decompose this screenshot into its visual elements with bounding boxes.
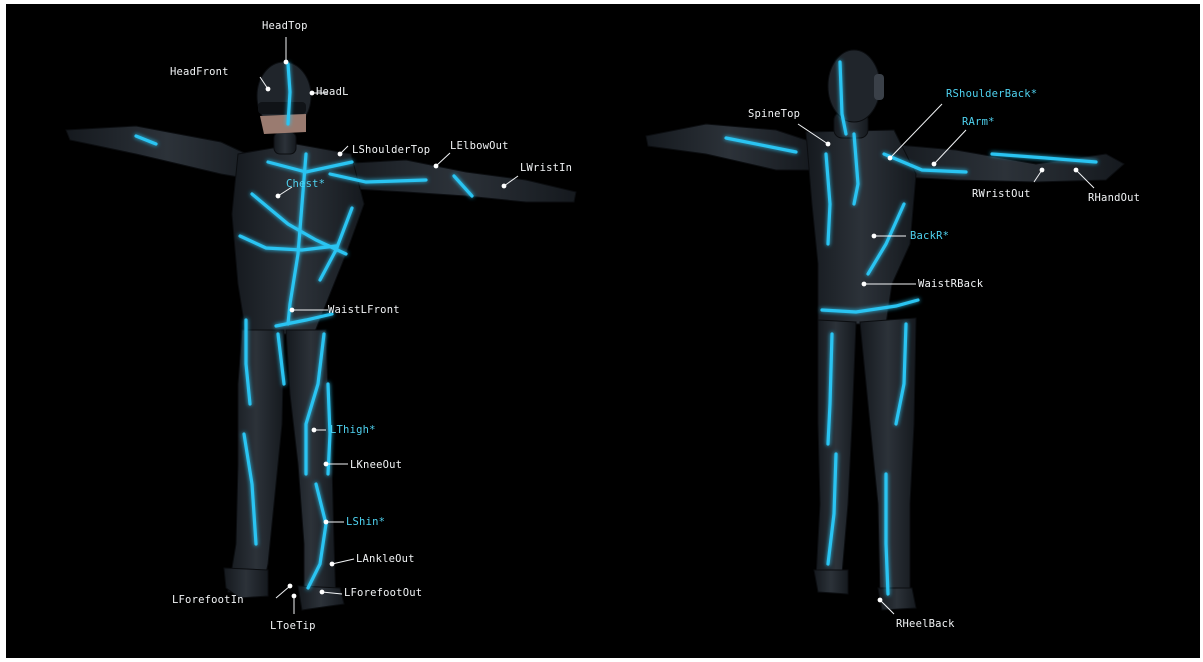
marker-label-lkneeout: LKneeOut [350, 459, 402, 471]
front-head [257, 62, 311, 134]
marker-label-lankleout: LAnkleOut [356, 553, 415, 565]
marker-label-lforefootin: LForefootIn [172, 594, 244, 606]
diagram-canvas: HeadTop HeadFront HeadL LShoulderTop LEl… [6, 4, 1200, 658]
marker-label-rarm: RArm* [962, 116, 995, 128]
marker-label-headfront: HeadFront [170, 66, 229, 78]
marker-label-rwristout: RWristOut [972, 188, 1031, 200]
marker-label-spinetop: SpineTop [748, 108, 800, 120]
marker-label-rshoulderback: RShoulderBack* [946, 88, 1037, 100]
figures-svg [6, 4, 1200, 658]
back-head [828, 50, 884, 122]
marker-label-lshin: LShin* [346, 516, 385, 528]
marker-label-ltoetip: LToeTip [270, 620, 316, 632]
marker-label-lwristin: LWristIn [520, 162, 572, 174]
marker-label-waistrback: WaistRBack [918, 278, 983, 290]
marker-label-waistlfront: WaistLFront [328, 304, 400, 316]
marker-label-lthigh: LThigh* [330, 424, 376, 436]
marker-label-lforefootout: LForefootOut [344, 587, 422, 599]
marker-label-lelbowout: LElbowOut [450, 140, 509, 152]
marker-label-chest: Chest* [286, 178, 325, 190]
back-figure [646, 50, 1124, 610]
marker-label-lshouldertop: LShoulderTop [352, 144, 430, 156]
marker-label-backr: BackR* [910, 230, 949, 242]
marker-label-headtop: HeadTop [262, 20, 308, 32]
marker-label-rhandout: RHandOut [1088, 192, 1140, 204]
marker-label-rheelback: RHeelBack [896, 618, 955, 630]
marker-label-headl: HeadL [316, 86, 349, 98]
